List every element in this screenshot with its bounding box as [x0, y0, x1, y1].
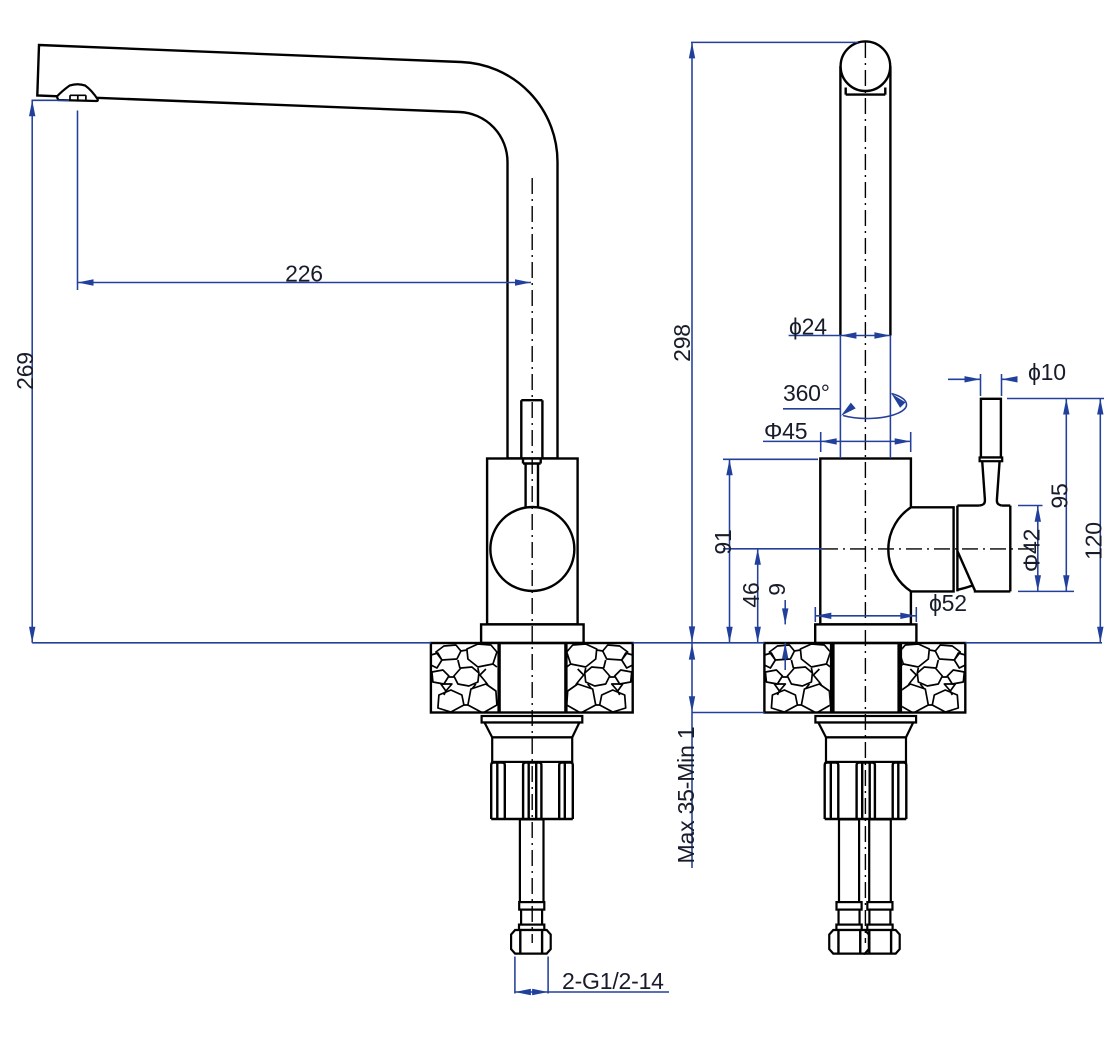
svg-text:2-G1/2-14: 2-G1/2-14: [562, 968, 664, 994]
svg-text:95: 95: [1047, 483, 1073, 508]
svg-text:Φ45: Φ45: [764, 418, 807, 444]
svg-text:46: 46: [738, 582, 764, 607]
svg-text:9: 9: [764, 583, 790, 596]
svg-text:226: 226: [285, 261, 323, 287]
svg-text:360°: 360°: [783, 380, 830, 406]
svg-text:ϕ24: ϕ24: [789, 314, 827, 340]
svg-text:120: 120: [1081, 522, 1107, 560]
svg-text:91: 91: [710, 529, 736, 554]
svg-text:ϕ10: ϕ10: [1028, 359, 1066, 385]
svg-text:Max 35-Min 1: Max 35-Min 1: [673, 727, 699, 864]
svg-text:269: 269: [12, 352, 38, 390]
svg-text:ϕ52: ϕ52: [929, 590, 967, 616]
svg-text:Φ42: Φ42: [1019, 529, 1045, 572]
svg-text:298: 298: [669, 324, 695, 362]
